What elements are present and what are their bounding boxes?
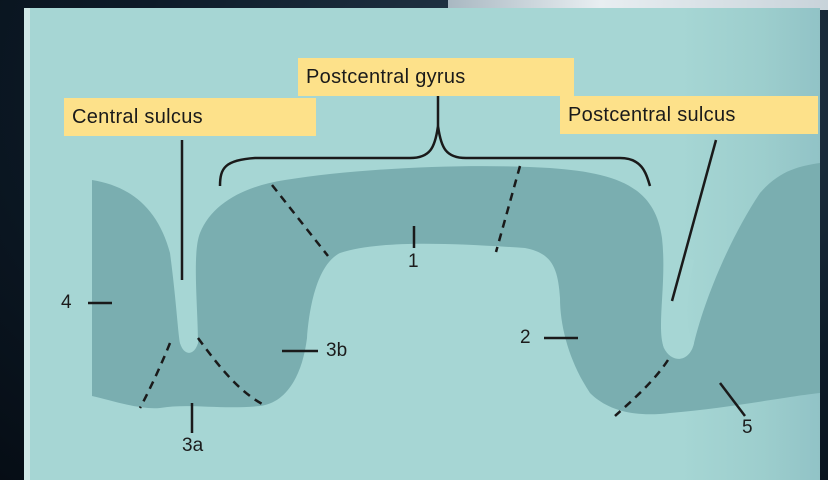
area-3b-label: 3b [326, 341, 347, 361]
central-sulcus-gap [177, 208, 198, 353]
area-5-label: 5 [742, 418, 753, 438]
diagram-panel: Central sulcus Postcentral gyrus Postcen… [24, 8, 820, 480]
area-4-label: 4 [61, 293, 72, 313]
area-3a-label: 3a [182, 436, 203, 456]
cortex-ribbon [92, 163, 820, 414]
postcentral-sulcus-label: Postcentral sulcus [560, 96, 818, 134]
area-2-label: 2 [520, 328, 531, 348]
postcentral-sulcus-gap [662, 258, 694, 359]
postcentral-gyrus-label: Postcentral gyrus [298, 58, 574, 96]
postcentral-sulcus-leader [672, 140, 716, 301]
area-1-label: 1 [408, 252, 419, 272]
central-sulcus-label: Central sulcus [64, 98, 316, 136]
